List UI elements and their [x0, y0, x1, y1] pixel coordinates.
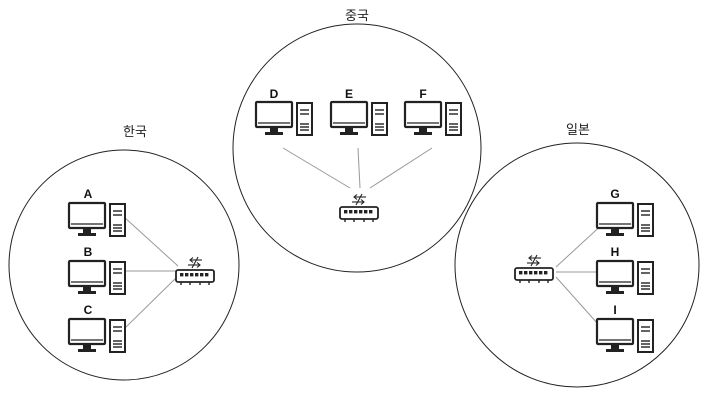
desktop-computer-icon — [67, 201, 127, 238]
computer-label: B — [84, 245, 93, 259]
link-line — [123, 275, 179, 330]
computer-label: C — [84, 303, 93, 317]
computer-label: G — [610, 187, 619, 201]
region-label: 일본 — [566, 123, 590, 138]
computer-label: A — [84, 187, 93, 201]
computer-c[interactable]: C — [67, 303, 127, 354]
region-boundary — [454, 142, 700, 388]
link-line — [369, 147, 433, 189]
computer-label: I — [613, 303, 616, 317]
desktop-computer-icon — [595, 259, 655, 296]
region-korea: 한국 A B C — [8, 125, 240, 381]
region-label: 중국 — [345, 9, 369, 24]
network-switch-icon[interactable] — [514, 254, 554, 284]
link-line — [357, 147, 361, 189]
region-japan: 일본 G H I — [454, 123, 700, 388]
region-china: 중국 D E F — [232, 9, 482, 273]
network-switch-icon[interactable] — [175, 256, 215, 286]
computer-b[interactable]: B — [67, 245, 127, 296]
computer-i[interactable]: I — [595, 303, 655, 354]
desktop-computer-icon — [595, 201, 655, 238]
computer-h[interactable]: H — [595, 245, 655, 296]
computer-label: E — [345, 87, 353, 101]
computer-a[interactable]: A — [67, 187, 127, 238]
computer-label: H — [611, 245, 620, 259]
desktop-computer-icon — [403, 100, 463, 137]
desktop-computer-icon — [254, 100, 314, 137]
region-boundary — [232, 23, 482, 273]
desktop-computer-icon — [67, 259, 127, 296]
network-switch-icon[interactable] — [339, 193, 379, 223]
desktop-computer-icon — [67, 317, 127, 354]
desktop-computer-icon — [329, 100, 389, 137]
computer-g[interactable]: G — [595, 187, 655, 238]
region-boundary — [8, 149, 240, 381]
link-line — [282, 147, 351, 189]
computer-e[interactable]: E — [329, 87, 389, 137]
computer-label: F — [419, 87, 426, 101]
region-label: 한국 — [123, 125, 147, 140]
link-line — [123, 216, 179, 267]
computer-f[interactable]: F — [403, 87, 463, 137]
computer-label: D — [270, 87, 279, 101]
computer-d[interactable]: D — [254, 87, 314, 137]
desktop-computer-icon — [595, 317, 655, 354]
